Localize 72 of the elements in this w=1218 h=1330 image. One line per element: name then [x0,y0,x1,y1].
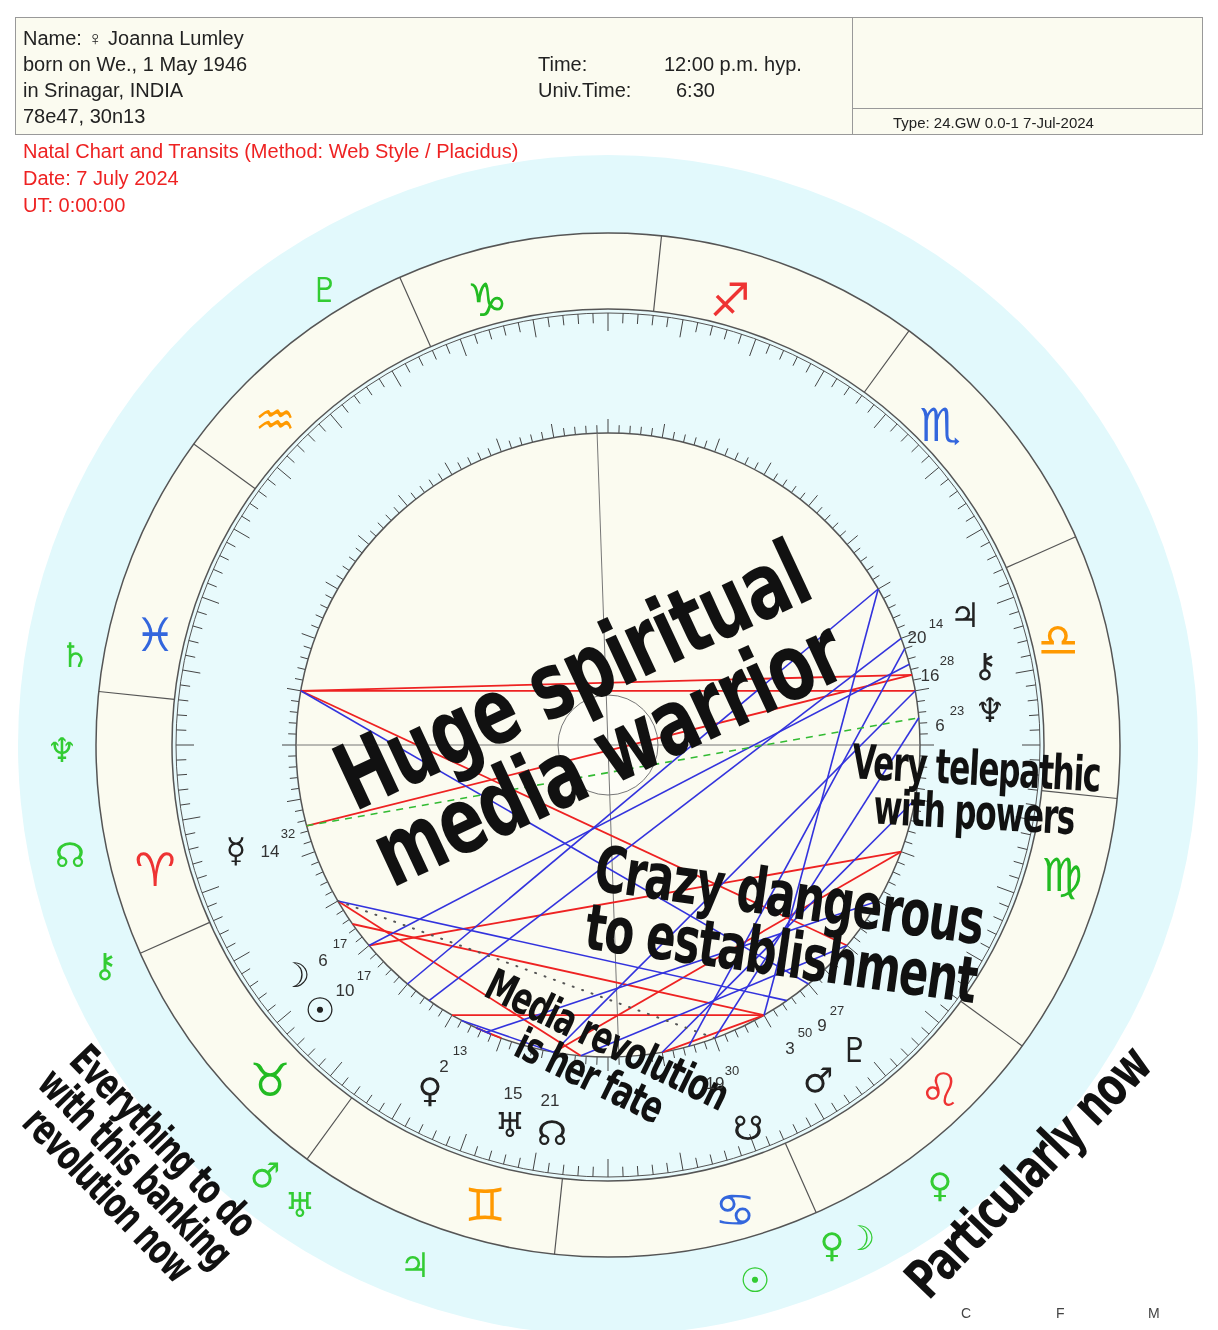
planet-symbol: ☉ [304,993,336,1027]
planet-symbol: ☋ [732,1111,764,1145]
degree-number: 13 [452,1043,468,1057]
chart-info-text: UT: 0:00:00 [23,195,126,215]
degree-number: 20 [907,628,927,646]
degree-number: 32 [280,826,296,840]
chart-info-text: Name: ♀ Joanna Lumley [23,28,244,48]
degree-number: 28 [939,653,955,667]
degree-number: 6 [318,951,328,969]
zodiac-sign-symbol: ♒ [254,397,296,443]
chart-info-text: 78e47, 30n13 [23,106,146,126]
planet-symbol: ♄ [59,638,91,672]
degree-number: 21 [540,1091,560,1109]
overlay-caption: Very telepathic with powers [849,737,1103,843]
planet-symbol: ☽ [279,958,311,992]
chart-info-text: Date: 7 July 2024 [23,168,179,188]
zodiac-sign-symbol: ♌ [919,1067,961,1113]
planet-symbol: ♅ [494,1108,526,1142]
planet-symbol: ☉ [739,1263,771,1297]
degree-number: 3 [785,1039,795,1057]
zodiac-sign-symbol: ♋ [714,1187,756,1233]
chart-info-text: F [1056,1306,1065,1320]
planet-symbol: ♆ [974,693,1006,727]
chart-info-text: Univ.Time: [538,80,632,100]
planet-symbol: ♇ [839,1033,871,1067]
chart-info-text: in Srinagar, INDIA [23,80,184,100]
planet-symbol: ⚷ [92,948,118,982]
chart-info-text: born on We., 1 May 1946 [23,54,248,74]
degree-number: 27 [829,1003,845,1017]
planet-symbol: ♀ [819,1228,845,1262]
planet-symbol: ☿ [225,833,247,867]
zodiac-sign-symbol: ♉ [249,1057,291,1103]
zodiac-sign-symbol: ♍ [1041,852,1083,898]
chart-info-text: 12:00 p.m. hyp. [664,54,802,74]
zodiac-sign-symbol: ♓ [134,612,176,658]
planet-symbol: ♃ [399,1248,431,1282]
degree-number: 6 [935,716,945,734]
planet-symbol: ♂ [249,1158,281,1192]
degree-number: 15 [503,1084,523,1102]
degree-number: 10 [335,981,355,999]
planet-symbol: ♇ [309,273,341,307]
degree-number: 17 [332,936,348,950]
degree-number: 50 [797,1025,813,1039]
degree-number: 2 [439,1057,449,1075]
chart-info-text: Time: [538,54,588,74]
planet-symbol: ☊ [536,1116,568,1150]
degree-number: 17 [356,968,372,982]
degree-number: 14 [260,842,280,860]
degree-number: 16 [920,666,940,684]
degree-number: 23 [949,703,965,717]
zodiac-sign-symbol: ♎ [1037,617,1079,663]
planet-symbol: ⚷ [972,648,998,682]
zodiac-sign-symbol: ♐ [709,277,751,323]
planet-symbol: ☽ [844,1221,876,1255]
degree-number: 30 [724,1063,740,1077]
chart-info-text: Natal Chart and Transits (Method: Web Style / Placidus) [23,141,519,161]
chart-info-text: C [961,1306,972,1320]
chart-info-text: M [1148,1306,1160,1320]
chart-info-text: 6:30 [676,80,715,100]
planet-symbol: ♆ [46,733,78,767]
chart-info-text: Type: 24.GW 0.0-1 7-Jul-2024 [893,115,1094,130]
zodiac-sign-symbol: ♏ [919,402,961,448]
planet-symbol: ♀ [417,1073,443,1107]
planet-symbol: ♃ [949,598,981,632]
planet-symbol: ♅ [284,1188,316,1222]
planet-symbol: ♂ [802,1063,834,1097]
zodiac-sign-symbol: ♈ [134,847,176,893]
degree-number: 9 [817,1016,827,1034]
degree-number: 14 [928,616,944,630]
planet-symbol: ☊ [54,838,86,872]
zodiac-sign-symbol: ♊ [464,1182,506,1228]
zodiac-sign-symbol: ♑ [466,277,508,323]
